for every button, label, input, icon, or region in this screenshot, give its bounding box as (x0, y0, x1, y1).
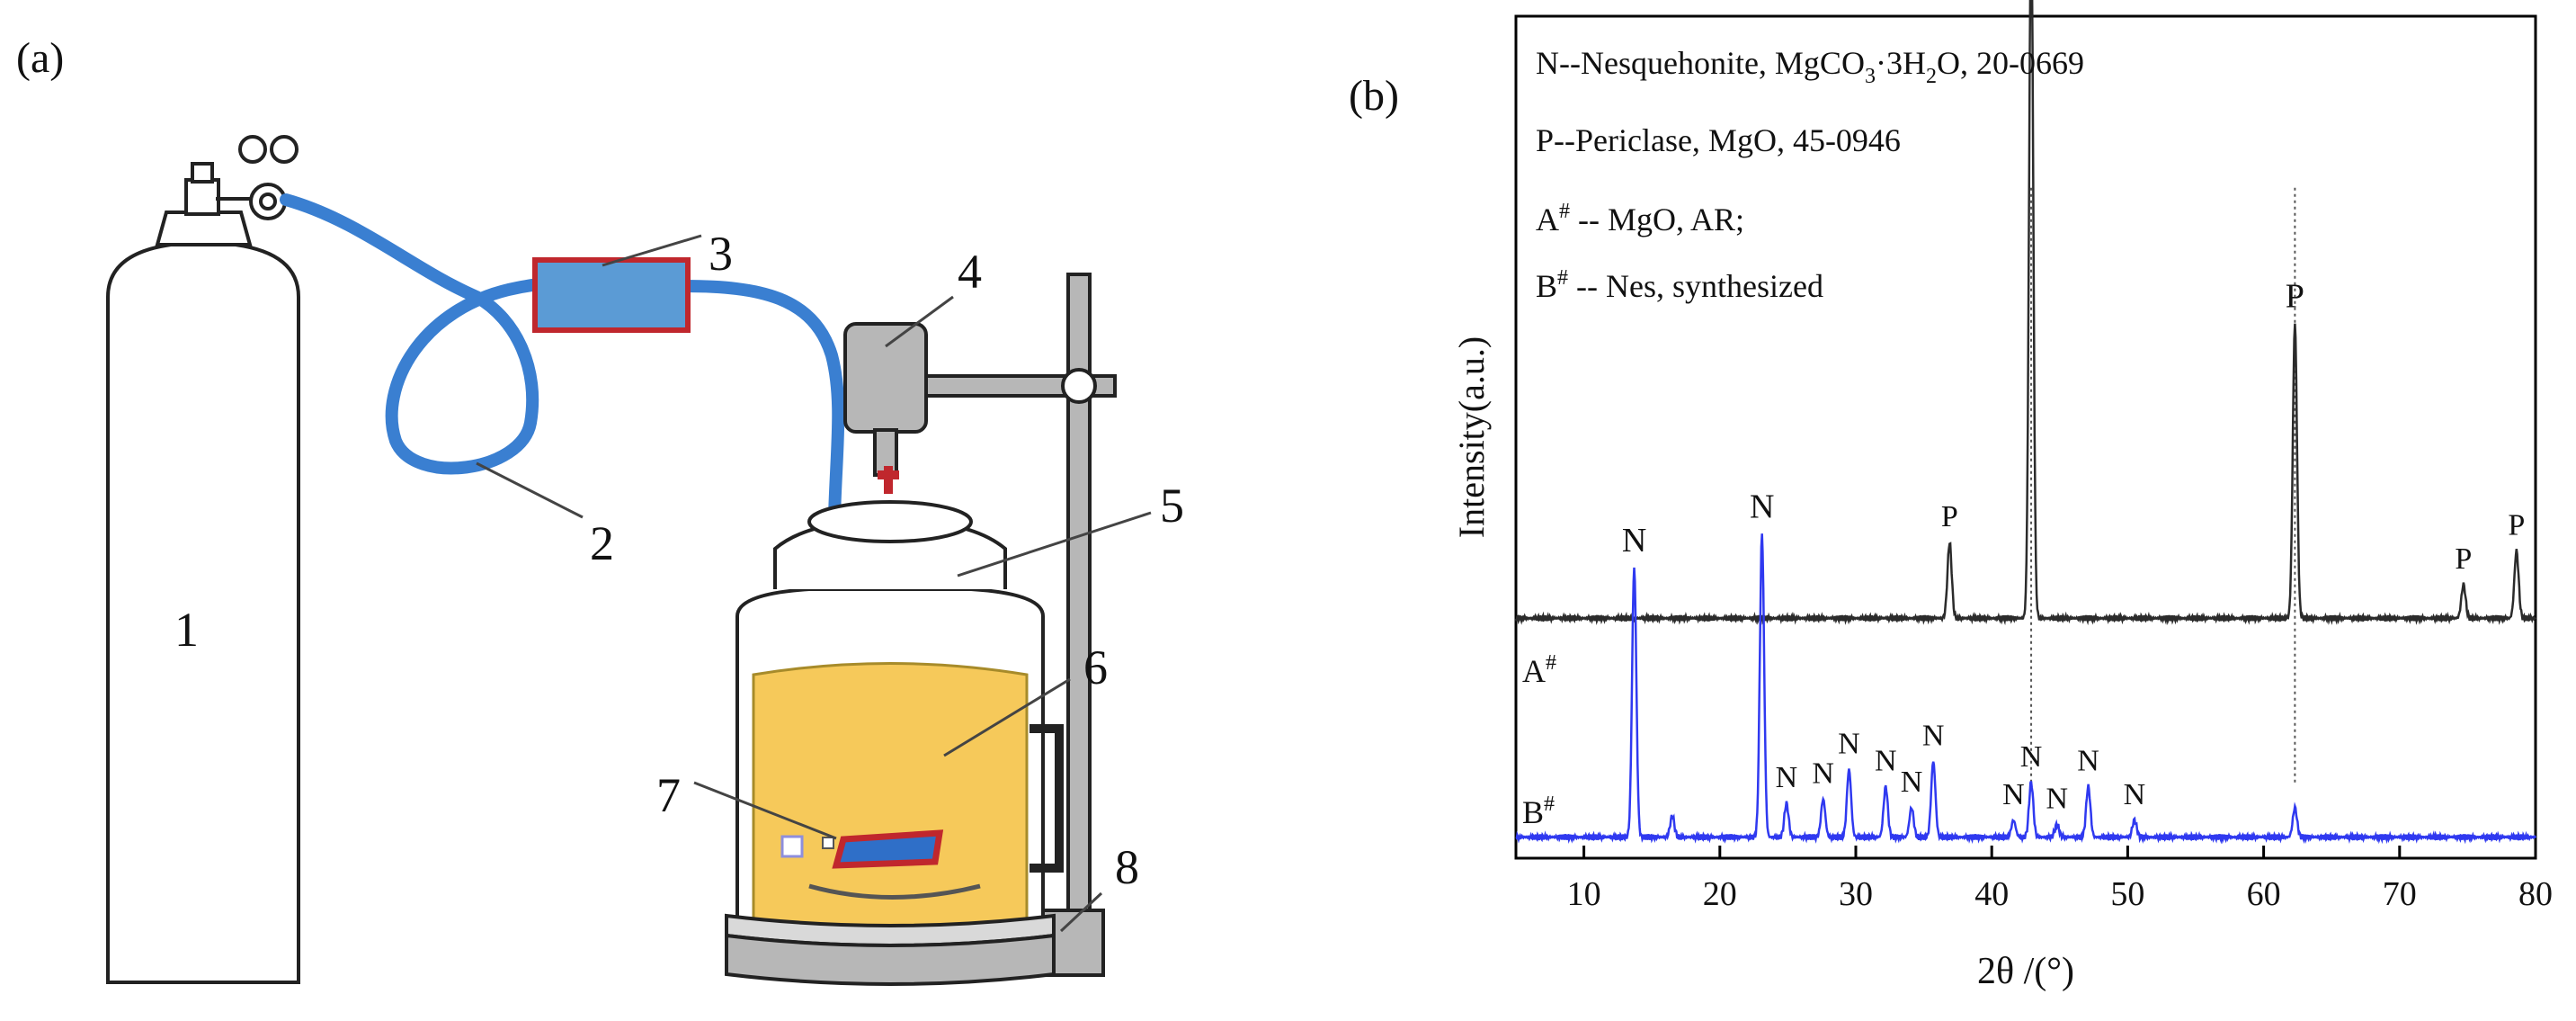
y-axis-label: Intensity(a.u.) (1451, 336, 1492, 538)
peak-label: N (2077, 744, 2099, 777)
motor-body (843, 322, 928, 434)
legend-line-periclase: P--Periclase, MgO, 45-0946 (1536, 122, 1901, 158)
curve-label-a: A# (1522, 651, 1556, 689)
peak-label: N (2002, 778, 2025, 811)
xrd-series-a (1514, 0, 2537, 626)
stirrer-coupling (878, 466, 899, 491)
hose-loop-segment (280, 193, 548, 475)
diffuser-tip (822, 837, 834, 849)
flowmeter (532, 257, 691, 333)
vessel-handle (1030, 724, 1064, 873)
callout-4: 4 (958, 245, 982, 299)
legend-line-sample-b: B# -- Nes, synthesized (1536, 266, 1823, 304)
callout-3: 3 (709, 227, 733, 281)
x-axis-ticks: 10 20 30 40 50 60 70 80 (1567, 846, 2553, 913)
legend-line-nesquehonite: N--Nesquehonite, MgCO3·3H2O, 20-0669 (1536, 45, 2084, 88)
base-side (725, 933, 1056, 986)
reaction-liquid (752, 662, 1029, 928)
peak-label: N (2124, 778, 2146, 811)
reaction-vessel (735, 500, 1064, 933)
stirring-paddle (832, 829, 944, 869)
panel-b-label: (b) (1349, 72, 1399, 120)
panel-a-label: (a) (16, 34, 64, 82)
chart-legend: N--Nesquehonite, MgCO3·3H2O, 20-0669 P--… (1536, 45, 2084, 304)
leader-7 (693, 781, 837, 840)
pressure-gauge-right (270, 135, 299, 164)
leader-8 (1059, 891, 1103, 933)
callout-numbers: 1 2 3 4 5 6 7 8 (174, 227, 1184, 894)
x-axis-label: 2θ /(°) (1977, 951, 2074, 992)
peak-label: N (2020, 740, 2043, 774)
peak-label: N (1838, 728, 1860, 761)
callout-leaders (476, 234, 1152, 933)
leader-2 (476, 461, 584, 519)
peak-label: N (1875, 744, 1897, 777)
peak-label: N (2046, 783, 2068, 816)
x-tick-label: 10 (1567, 875, 1601, 913)
legend-line-sample-a: A# -- MgO, AR; (1536, 200, 1744, 237)
panel-a: (a) (16, 34, 1184, 986)
callout-7: 7 (656, 768, 681, 822)
gas-cylinder (106, 135, 300, 984)
peak-label: N (1750, 488, 1774, 526)
magnetic-stir-bar (808, 883, 981, 900)
peak-label: N (1776, 761, 1798, 794)
callout-6: 6 (1083, 640, 1108, 694)
vessel-mouth (807, 500, 973, 543)
leader-4 (885, 295, 954, 348)
peak-label: N (1922, 719, 1945, 752)
x-tick-label: 60 (2247, 875, 2281, 913)
peak-label: N (1812, 757, 1834, 790)
peak-label: N (1901, 766, 1923, 799)
cylinder-valve (191, 162, 214, 184)
peak-label: N (1622, 522, 1646, 560)
leader-3 (602, 234, 702, 267)
pressure-gauge-left (238, 135, 267, 164)
callout-2: 2 (590, 516, 614, 570)
x-tick-label: 20 (1703, 875, 1737, 913)
gas-diffuser (780, 835, 804, 858)
plot-frame (1514, 14, 2537, 860)
peak-label: P (1941, 500, 1958, 533)
peak-label: P (2286, 278, 2304, 316)
x-tick-label: 40 (1974, 875, 2009, 913)
stirrer-base (725, 913, 1056, 986)
leader-5 (957, 511, 1152, 578)
reference-lines (2030, 184, 2296, 783)
stand-clamp-knob (1061, 368, 1097, 404)
hose-outlet-segment (677, 280, 845, 524)
cylinder-neck (184, 178, 220, 216)
peak-label: P (2508, 508, 2525, 542)
cylinder-shoulder (155, 210, 253, 246)
callout-1: 1 (174, 603, 199, 657)
panel-b: (b) PPPPPNNNNNNNNNNNNN 1020304050607080 … (1349, 0, 2553, 992)
x-tick-label: 80 (2518, 875, 2553, 913)
callout-8: 8 (1115, 840, 1139, 894)
xrd-series-b (1515, 533, 2537, 845)
curve-label-b: B# (1522, 793, 1555, 830)
stirrer-motor (843, 322, 928, 477)
peak-label: P (2455, 542, 2472, 576)
x-tick-label: 50 (2110, 875, 2144, 913)
x-tick-label: 70 (2383, 875, 2417, 913)
regulator-core (259, 193, 277, 210)
cylinder-body (106, 243, 300, 984)
peak-labels: PPPPPNNNNNNNNNNNNN (1622, 278, 2525, 816)
x-tick-label: 30 (1839, 875, 1873, 913)
callout-5: 5 (1160, 479, 1184, 533)
leader-6 (943, 677, 1071, 757)
xrd-curves (1514, 0, 2537, 845)
